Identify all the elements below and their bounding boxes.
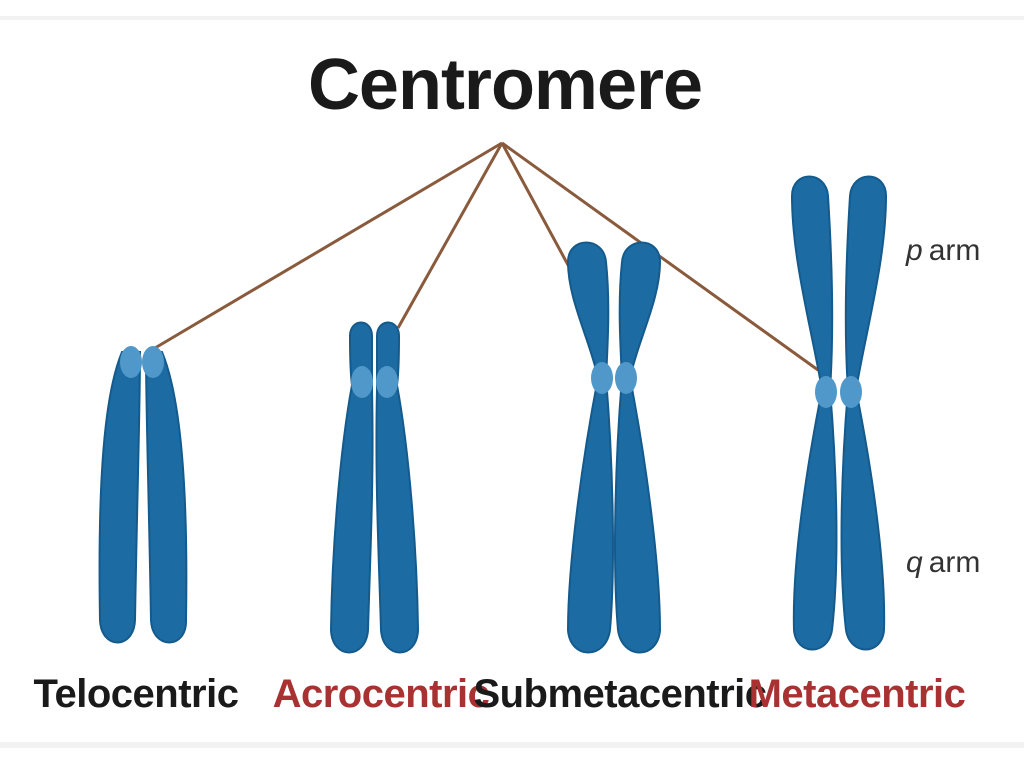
top-divider: [0, 16, 1024, 20]
chromatid-left: [566, 241, 614, 654]
pointer-line-submetacentric: [500, 142, 576, 277]
centromere: [142, 346, 164, 378]
chromatid-left: [329, 321, 374, 654]
chromosome-submetacentric: [566, 241, 662, 654]
chromatid-left: [790, 175, 838, 651]
chromatid-right: [840, 175, 888, 651]
chromosome-acrocentric: [329, 321, 420, 654]
p-arm-letter: p: [906, 234, 923, 267]
centromere-pointer-lines: [154, 141, 819, 372]
centromere: [840, 376, 862, 408]
label-metacentric: Metacentric: [748, 672, 966, 716]
centromere: [351, 366, 373, 398]
chromatid-left: [98, 351, 142, 644]
q-arm-word: arm: [928, 546, 981, 579]
bottom-divider: [0, 742, 1024, 748]
chromosome-metacentric: [790, 175, 888, 651]
centromere: [591, 362, 613, 394]
pointer-line-telocentric: [154, 141, 503, 350]
centromere: [615, 362, 637, 394]
label-submetacentric: Submetacentric: [473, 672, 767, 716]
diagram-title: Centromere: [307, 45, 703, 125]
chromatid-right: [375, 321, 420, 654]
chromatid-right: [144, 351, 188, 644]
p-arm-word: arm: [928, 234, 981, 267]
chromosome-telocentric: [98, 346, 188, 644]
centromere: [120, 346, 142, 378]
q-arm-letter: q: [906, 546, 923, 579]
centromere: [815, 376, 837, 408]
label-telocentric: Telocentric: [33, 672, 239, 716]
label-acrocentric: Acrocentric: [272, 672, 490, 716]
chromatid-right: [614, 241, 662, 654]
pointer-line-acrocentric: [396, 142, 504, 329]
centromere: [376, 366, 398, 398]
